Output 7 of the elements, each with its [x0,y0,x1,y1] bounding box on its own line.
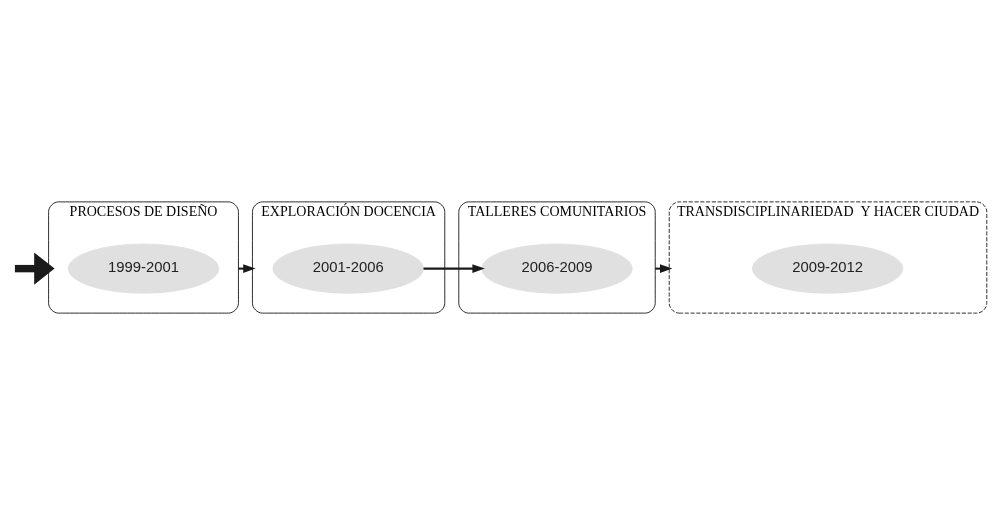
arrow [14,252,55,285]
arrow [423,264,485,273]
arrow [238,264,256,273]
node-ellipse: 2009-2012 [751,243,904,294]
node-ellipse: 1999-2001 [67,243,220,294]
node-ellipse: 2001-2006 [272,243,424,294]
node-ellipse: 2006-2009 [481,243,633,294]
